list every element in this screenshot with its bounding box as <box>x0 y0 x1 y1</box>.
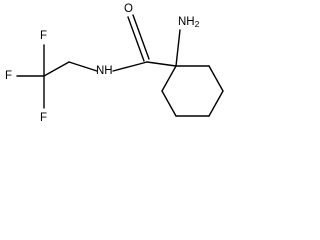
c-nh2-bond <box>175 29 181 67</box>
ch2-cf3-bond <box>43 61 70 77</box>
bond-layer <box>16 14 224 117</box>
amino-label: NH2 <box>178 16 200 29</box>
ring-bond-5 <box>161 90 177 117</box>
amide-nh-label: NH <box>96 65 113 77</box>
n-ch2-bond <box>68 61 98 72</box>
oxygen-label: O <box>124 3 133 15</box>
amide-c-n-bond <box>112 61 148 72</box>
carbonyl-double-bond-1 <box>127 16 145 62</box>
label-layer: O NH2 NH F F F <box>5 3 200 124</box>
fluorine-label-bottom: F <box>40 112 47 124</box>
fluorine-label-top: F <box>40 30 47 42</box>
ring-bond-6 <box>161 65 177 92</box>
carbonyl-ring-bond <box>146 61 177 67</box>
ring-bond-2 <box>208 65 224 92</box>
ring-bond-3 <box>208 90 224 117</box>
structure-diagram: O NH2 NH F F F <box>0 0 237 134</box>
carbonyl-double-bond-2 <box>132 14 150 60</box>
fluorine-label-left: F <box>5 70 12 82</box>
